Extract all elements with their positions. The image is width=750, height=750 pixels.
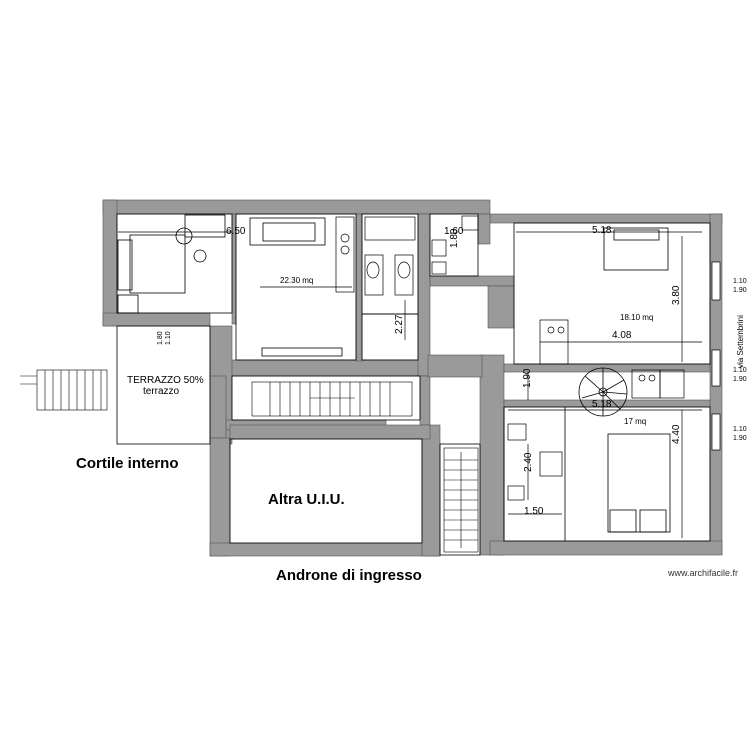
sofa-icon: [249, 217, 352, 357]
dim-190: 1.90: [522, 368, 533, 388]
bathroom-bottom-fixtures-icon: [507, 423, 563, 501]
altra-uiu-label: Altra U.I.U.: [268, 491, 345, 508]
facade-windows: [711, 261, 721, 451]
bathroom-top-fixtures-icon: [431, 215, 479, 275]
spiral-staircase-icon: [578, 367, 628, 417]
terrace-staircase-icon: [20, 369, 108, 411]
entrance-staircase-icon: [443, 447, 479, 553]
kitchen-fixtures-icon: [335, 216, 416, 296]
dim-window-2-b: 1.90: [733, 376, 747, 383]
dim-650: 6.50: [226, 226, 246, 237]
androne-label: Androne di ingresso: [276, 567, 422, 584]
dim-180: 1.80: [449, 228, 460, 248]
cortile-label: Cortile interno: [76, 455, 179, 472]
bed-top-right-icon: [603, 227, 669, 271]
terrazzo-label: terrazzo: [143, 386, 180, 397]
area-bedroom-top: 18.10 mq: [620, 313, 653, 322]
dim-window-1-a: 1.10: [733, 278, 747, 285]
dim-518-top: 5.18: [592, 225, 612, 236]
bed-left-icon: [117, 214, 226, 314]
dim-150: 1.50: [524, 506, 544, 517]
dim-380: 3.80: [671, 285, 682, 305]
dim-518-bottom: 5.18: [592, 399, 612, 410]
watermark: www.archifacile.fr: [667, 568, 738, 578]
interior-lines: [116, 213, 711, 556]
dim-160: 1.60: [444, 226, 464, 237]
dim-408: 4.08: [612, 330, 632, 341]
dim-440: 4.40: [671, 424, 682, 444]
dim-240: 2.40: [523, 452, 534, 472]
bed-bottom-right-icon: [607, 433, 671, 533]
dim-227: 2.27: [394, 314, 405, 334]
area-living: 22.30 mq: [280, 276, 313, 285]
dim-window-2-a: 1.10: [733, 367, 747, 374]
dim-terrace-180: 1.80: [157, 331, 164, 345]
dimension-lines: [118, 231, 702, 538]
dim-window-3-a: 1.10: [733, 426, 747, 433]
walls: [102, 199, 723, 557]
central-staircase-icon: [251, 381, 413, 417]
dim-terrace-110: 1.10: [165, 331, 172, 345]
street-label: via Settembrini: [736, 315, 745, 368]
dim-window-3-b: 1.90: [733, 435, 747, 442]
dim-window-1-b: 1.90: [733, 287, 747, 294]
terrazzo-50-label: TERRAZZO 50%: [127, 375, 204, 386]
area-bedroom-bottom: 17 mq: [624, 417, 646, 426]
